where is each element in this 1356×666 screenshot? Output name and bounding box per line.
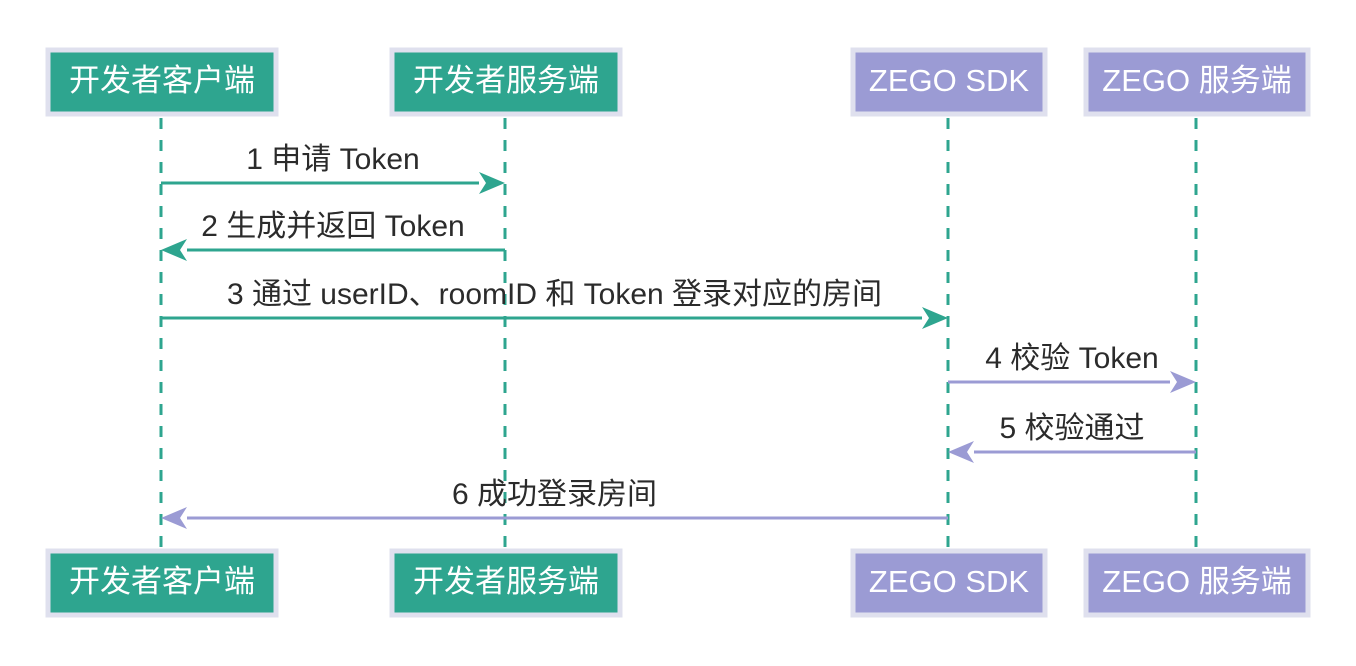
participant-box-dev-server-top[interactable] xyxy=(389,47,623,117)
participant-box-dev-client-top[interactable] xyxy=(45,47,279,117)
lifelines-group xyxy=(159,118,1198,548)
message-label-4: 4 校验 Token xyxy=(985,342,1158,375)
participant-box-dev-server-bottom[interactable] xyxy=(389,548,623,618)
messages-group: 1 申请 Token 2 生成并返回 Token 3 通过 userID、roomI… xyxy=(161,143,1196,529)
participant-boxes-top: 开发者客户端 开发者服务端 ZEGO SDK ZEGO 服务端 xyxy=(45,47,1311,117)
message-arrowhead-5 xyxy=(948,441,974,463)
message-arrowhead-3 xyxy=(922,307,948,329)
message-3: 3 通过 userID、roomID 和 Token 登录对应的房间 xyxy=(161,278,948,329)
participant-label-zego-server-top: ZEGO 服务端 xyxy=(1102,63,1291,98)
message-1: 1 申请 Token xyxy=(161,143,505,194)
message-label-3: 3 通过 userID、roomID 和 Token 登录对应的房间 xyxy=(227,278,882,311)
message-5: 5 校验通过 xyxy=(948,412,1196,463)
message-arrowhead-4 xyxy=(1170,371,1196,393)
message-4: 4 校验 Token xyxy=(948,342,1196,393)
participant-label-zego-sdk-top: ZEGO SDK xyxy=(869,63,1030,98)
message-label-1: 1 申请 Token xyxy=(246,143,419,176)
message-2: 2 生成并返回 Token xyxy=(161,210,505,261)
message-arrowhead-1 xyxy=(479,172,505,194)
message-arrowhead-6 xyxy=(161,507,187,529)
participant-label-dev-client-top: 开发者客户端 xyxy=(69,63,255,98)
message-arrowhead-2 xyxy=(161,239,187,261)
message-label-2: 2 生成并返回 Token xyxy=(201,210,464,243)
participant-box-dev-client-bottom[interactable] xyxy=(45,548,279,618)
participant-label-zego-server-bottom: ZEGO 服务端 xyxy=(1102,564,1291,599)
participant-label-dev-server-bottom: 开发者服务端 xyxy=(413,564,599,599)
participant-box-zego-sdk-bottom[interactable] xyxy=(850,548,1048,618)
participant-box-zego-server-top[interactable] xyxy=(1083,47,1311,117)
participant-boxes-bottom: 开发者客户端 开发者服务端 ZEGO SDK ZEGO 服务端 xyxy=(45,548,1311,618)
message-label-5: 5 校验通过 xyxy=(999,412,1144,445)
participant-label-dev-client-bottom: 开发者客户端 xyxy=(69,564,255,599)
participant-box-zego-sdk-top[interactable] xyxy=(850,47,1048,117)
participant-label-dev-server-top: 开发者服务端 xyxy=(413,63,599,98)
message-label-6: 6 成功登录房间 xyxy=(452,478,657,511)
message-6: 6 成功登录房间 xyxy=(161,478,948,529)
participant-box-zego-server-bottom[interactable] xyxy=(1083,548,1311,618)
participant-label-zego-sdk-bottom: ZEGO SDK xyxy=(869,564,1030,599)
